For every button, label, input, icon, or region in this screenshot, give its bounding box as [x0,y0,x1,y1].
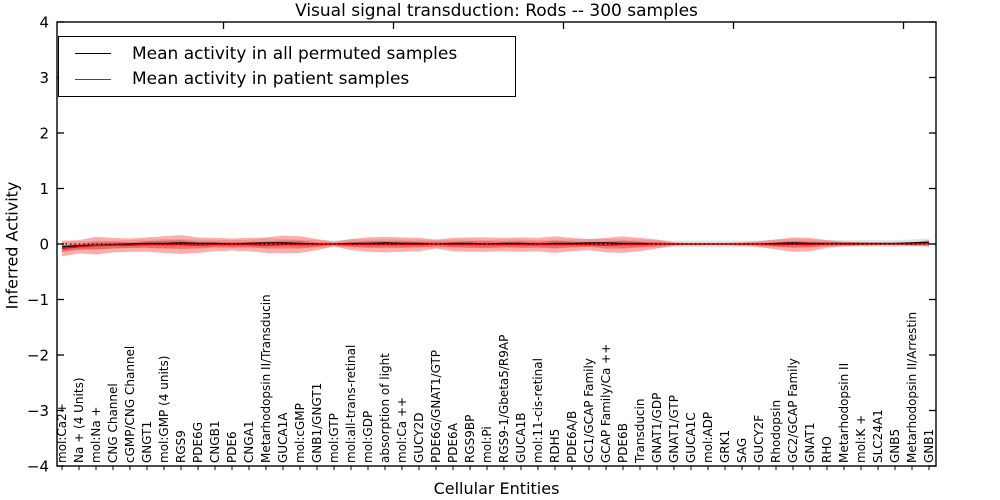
x-category-label: mol:Pi [480,426,494,463]
chart-title: Visual signal transduction: Rods -- 300 … [295,1,698,21]
legend-item-label: Mean activity in all permuted samples [132,43,458,64]
x-category-label: RGS9-1/Gbeta5/R9AP [497,335,511,463]
x-category-label: mol:Ca2+ [55,403,69,463]
y-tick-label: 2 [39,125,49,143]
x-category-label: RHO [820,436,834,463]
x-category-label: Transducin [633,399,647,464]
x-category-label: GUCY2D [412,413,426,463]
patient-outer-band [62,235,929,257]
y-tick-label: −1 [27,291,49,309]
x-category-label: PDE6A/B [565,411,579,463]
x-category-label: GUCA1B [514,412,528,463]
x-category-label: mol:GMP (4 units) [157,356,171,463]
y-tick-label: −2 [27,347,49,365]
x-category-label: GUCA1A [276,412,290,463]
x-category-label: GRK1 [718,430,732,463]
x-category-label: Na + (4 Units) [72,377,86,463]
x-category-label: cGMP/CNG Channel [123,346,137,463]
x-category-label: GNB1 [922,429,936,463]
x-category-label: mol:11-cis-retinal [531,358,545,463]
x-category-label: mol:GDP [361,411,375,463]
x-category-label: GNB5 [888,429,902,463]
x-category-label: GNGT1 [140,421,154,463]
legend-item: Mean activity in patient samples [75,67,507,93]
x-category-label: GNAT1 [803,422,817,463]
x-category-label: Metarhodopsin II/Transducin [259,294,273,463]
x-category-label: CNGA1 [242,421,256,464]
x-category-label: GC2/GCAP Family [786,358,800,463]
y-tick-label: 3 [39,69,49,87]
y-tick-label: 1 [39,180,49,198]
x-category-label: RDH5 [548,429,562,463]
x-category-label: Metarhodopsin II/Arrestin [905,312,919,463]
x-category-label: mol:all-trans-retinal [344,345,358,463]
x-category-label: CNG Channel [106,383,120,463]
x-category-label: GUCA1C [684,412,698,463]
y-tick-label: 0 [39,236,49,254]
y-tick-label: 4 [39,14,49,32]
x-category-label: GCAP Family/Ca ++ [599,344,613,463]
x-category-label: CNGB1 [208,420,222,463]
permuted-mean-line [61,241,930,248]
x-category-label: PDE6 [225,431,239,463]
x-category-label: mol:Na + [89,406,103,463]
x-category-label: SLC24A1 [871,409,885,463]
x-category-label: PDE6A [446,422,460,463]
x-category-label: GUCY2F [752,415,766,463]
x-category-label: mol:K + [854,415,868,463]
y-axis-label: Inferred Activity [2,181,22,310]
legend-line-sample [75,78,111,80]
x-category-label: Rhodopsin [769,400,783,463]
legend-line-sample [75,53,111,55]
x-category-label: GC1/GCAP Family [582,358,596,463]
legend-item: Mean activity in all permuted samples [75,41,507,67]
patient-mean-line [61,242,930,250]
y-tick-label: −3 [27,402,49,420]
x-category-label: GNAT1/GDP [650,393,664,463]
x-category-label: GNAT1/GTP [667,395,681,463]
y-tick-label: −4 [27,458,49,476]
x-category-label: mol:cGMP [293,403,307,463]
x-axis-label: Cellular Entities [433,479,560,498]
x-category-label: mol:GTP [327,413,341,463]
legend-item-label: Mean activity in patient samples [132,69,410,90]
x-category-label: mol:Ca ++ [395,397,409,463]
x-category-label: Metarhodopsin II [837,363,851,463]
x-category-label: PDE6G [191,422,205,463]
x-category-label: GNB1/GNGT1 [310,383,324,463]
x-category-label: PDE6G/GNAT1/GTP [429,350,443,463]
x-category-label: PDE6B [616,423,630,463]
x-category-label: SAG [735,438,749,463]
x-category-label: mol:ADP [701,412,715,463]
x-category-label: RGS9 [174,430,188,463]
x-category-label: RGS9BP [463,415,477,463]
x-category-label: absorption of light [378,353,392,463]
